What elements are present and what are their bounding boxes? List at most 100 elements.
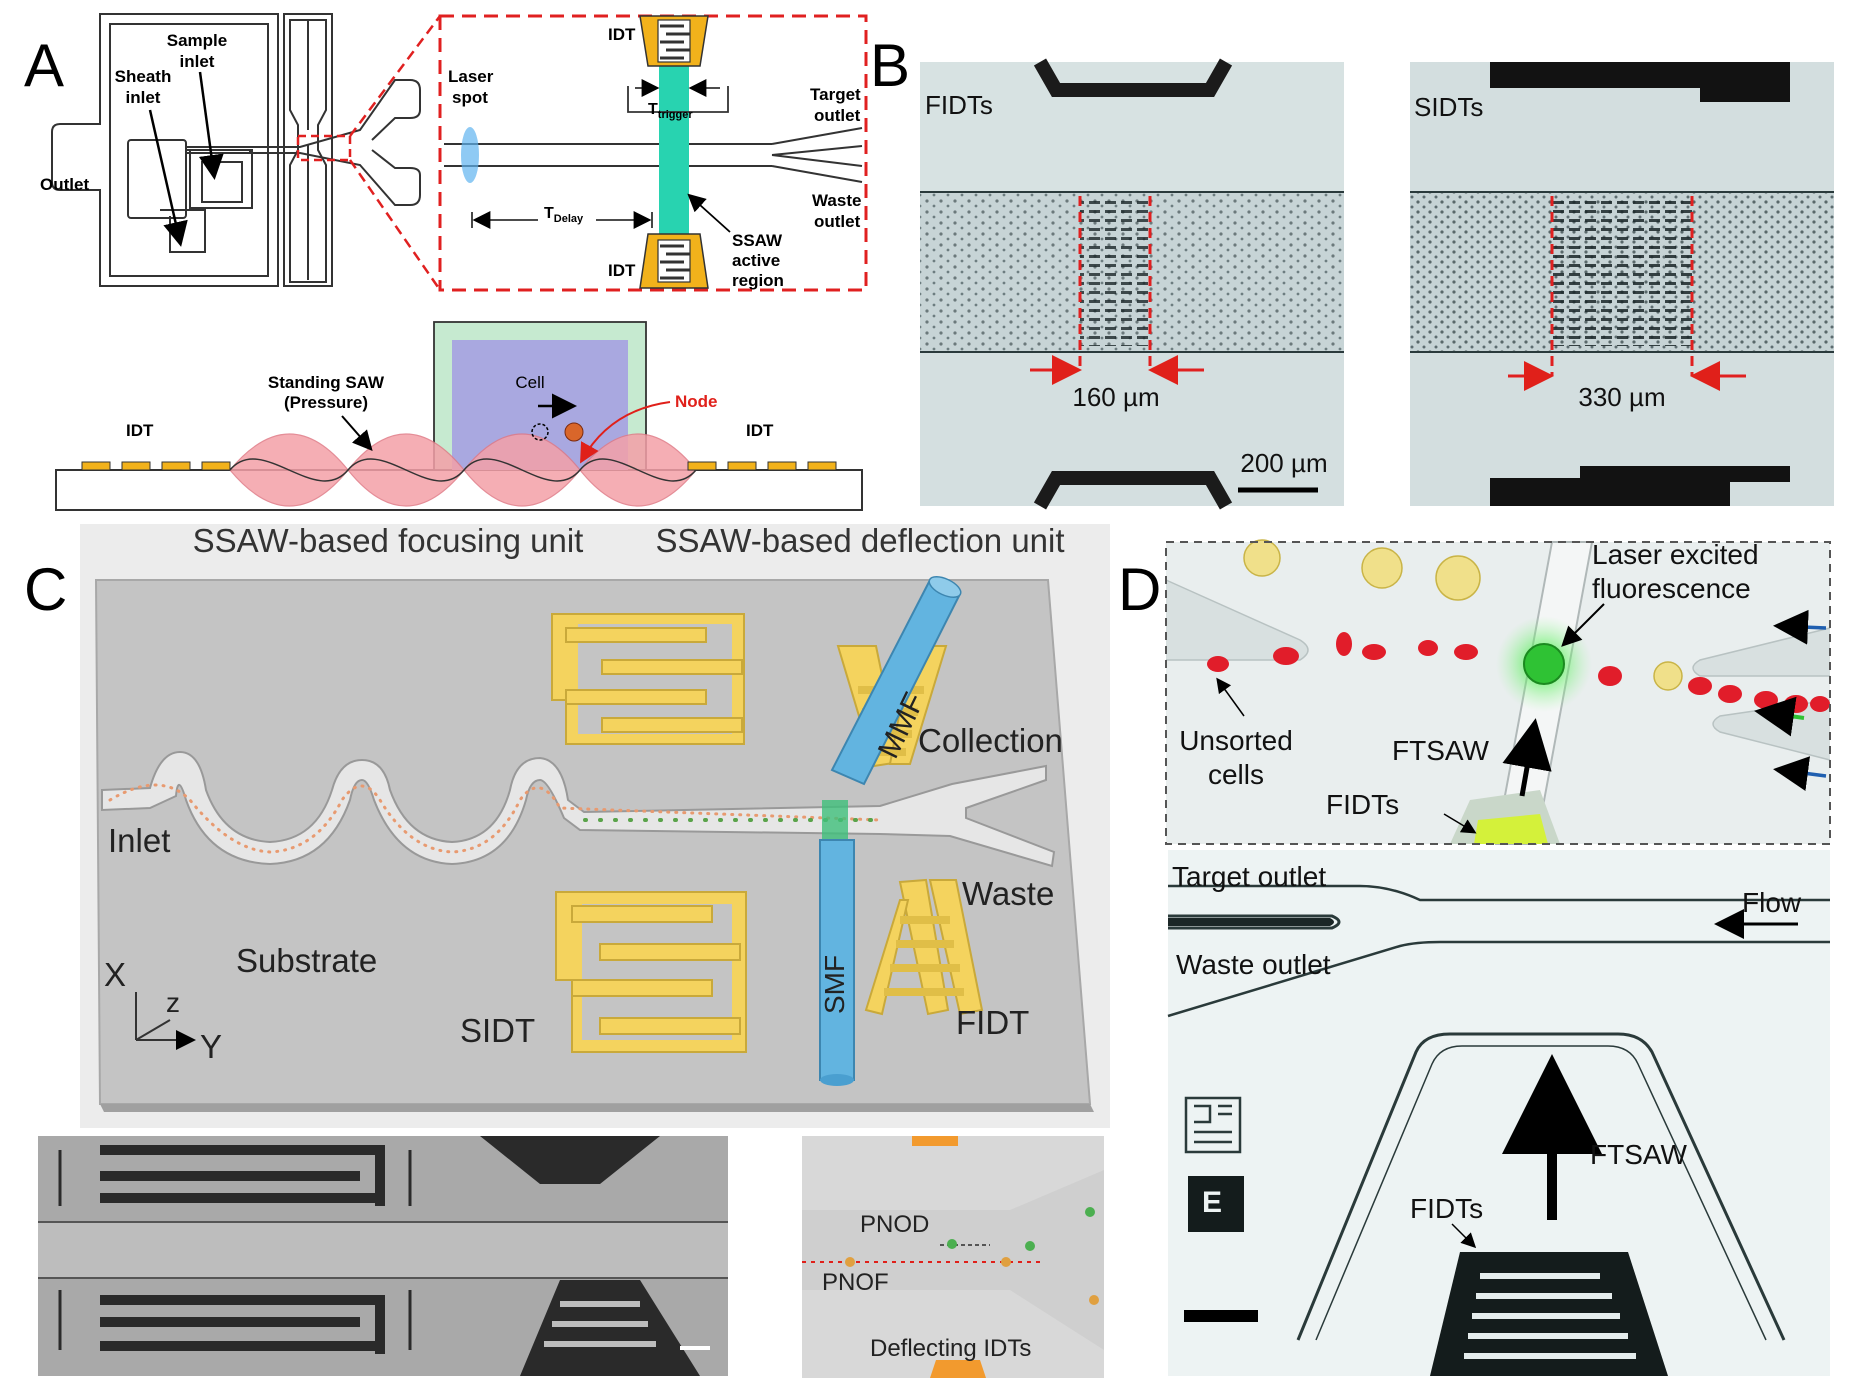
label-target-outlet-2: outlet: [814, 106, 861, 125]
zoom-inset-frame: [438, 14, 868, 292]
label-waste-outlet-2: outlet: [814, 212, 861, 231]
arrow-ftsaw-top: [1502, 718, 1552, 797]
arrow-sample-inlet: [198, 71, 224, 180]
sidt-bottom: [555, 891, 747, 1053]
label-substrate: Substrate: [236, 942, 377, 979]
saw-sine: [229, 458, 697, 482]
particles-yellow: [1243, 539, 1683, 691]
idt-bottom-inset: [639, 233, 709, 289]
label-fidt: FIDT: [956, 1004, 1029, 1041]
label-sidt: SIDT: [460, 1012, 535, 1049]
label-standing-saw-1: Standing SAW: [268, 373, 385, 392]
label-unsorted-2: cells: [1208, 759, 1264, 790]
label-unsorted-1: Unsorted: [1179, 725, 1293, 756]
label-smf: SMF: [819, 955, 850, 1014]
label-inlet: Inlet: [108, 822, 170, 859]
label-sheath-inlet-1: Sheath: [115, 67, 172, 86]
panel-c: C SSAW-based focusing unit SSAW-based de…: [24, 522, 1110, 1378]
fiber-smf: [819, 839, 855, 1086]
label-laser-spot-1: Laser: [448, 67, 494, 86]
t-trigger-bracket: [627, 79, 729, 113]
deflection-zone: [822, 800, 848, 840]
arrow-node: [580, 401, 671, 464]
label-target-outlet-1: Target: [810, 85, 861, 104]
label-axis-y: Y: [200, 1028, 222, 1065]
label-laser-spot-2: spot: [452, 88, 488, 107]
label-laser-excited-1: Laser excited: [1592, 539, 1759, 570]
label-axis-z: z: [166, 987, 180, 1018]
label-standing-saw-2: (Pressure): [284, 393, 368, 412]
label-ftsaw-bottom: FTSAW: [1590, 1139, 1688, 1170]
label-flow: Flow: [1742, 887, 1802, 918]
cell-origin: [531, 423, 549, 441]
zoom-box: [296, 134, 352, 162]
image-fidts: [920, 58, 1344, 510]
label-sidts: SIDTs: [1414, 92, 1483, 122]
label-idt-left: IDT: [126, 421, 154, 440]
label-waste-outlet: Waste outlet: [1176, 949, 1331, 980]
panel-a: A Sample inlet Sheath inlet Outlet: [24, 13, 868, 511]
label-node: Node: [675, 392, 718, 411]
arrow-unsorted: [1216, 677, 1245, 717]
label-cell: Cell: [515, 373, 544, 392]
label-ssaw-region-2: active: [732, 251, 780, 270]
zoom-line-bottom: [348, 159, 442, 291]
cell: [564, 422, 584, 442]
label-pnof: PNOF: [822, 1269, 889, 1296]
label-t-trigger: Ttrigger: [648, 101, 693, 121]
label-waste: Waste: [962, 875, 1054, 912]
label-collection: Collection: [918, 722, 1063, 759]
label-idt-bottom: IDT: [608, 261, 636, 280]
label-waste-outlet-1: Waste: [812, 191, 861, 210]
zoom-line-top: [349, 15, 441, 137]
label-fidts-top: FIDTs: [1326, 789, 1399, 820]
label-t-delay: TDelay: [544, 205, 584, 225]
panel-d: D: [1118, 539, 1831, 1376]
fiber-mmf: [830, 576, 962, 786]
idt-electrodes-right: [687, 461, 837, 471]
label-ftsaw-top: FTSAW: [1392, 735, 1490, 766]
ssaw-active-region: [659, 58, 689, 258]
image-sidts: [1410, 62, 1834, 506]
label-laser-excited-2: fluorescence: [1592, 573, 1751, 604]
label-sheath-inlet-2: inlet: [126, 88, 161, 107]
arrow-sheath-inlet: [148, 109, 188, 247]
label-ssaw-region-1: SSAW: [732, 231, 783, 250]
label-scale-bar: 200 µm: [1240, 448, 1327, 478]
label-fidts-bottom: FIDTs: [1410, 1193, 1483, 1224]
panel-d-letter: D: [1118, 556, 1161, 623]
flow-arrow-green: [1754, 696, 1805, 737]
label-width-sidt: 330 µm: [1578, 382, 1665, 412]
sidt-top: [551, 613, 745, 745]
inset-channel: [444, 127, 863, 183]
panel-c-letter: C: [24, 556, 67, 623]
label-pnod: PNOD: [860, 1211, 929, 1238]
flow-arrows-blue: [1773, 609, 1827, 791]
fidt-bottom: [864, 878, 984, 1016]
panel-b-letter: B: [870, 32, 910, 99]
label-focusing-unit: SSAW-based focusing unit: [193, 522, 584, 559]
render-frame: [1165, 541, 1831, 845]
label-sample-inlet-2: inlet: [180, 52, 215, 71]
label-fidts: FIDTs: [925, 90, 993, 120]
label-axis-x: X: [104, 956, 126, 993]
label-target-outlet: Target outlet: [1172, 861, 1326, 892]
label-ssaw-region-3: region: [732, 271, 784, 290]
t-delay-arrow: [471, 211, 653, 229]
logo-letter: E: [1202, 1186, 1222, 1219]
label-deflection-unit: SSAW-based deflection unit: [655, 522, 1064, 559]
substrate-edge: [100, 1104, 1094, 1112]
particles-stream: [108, 783, 882, 854]
label-outlet: Outlet: [40, 175, 89, 194]
panel-b: B FIDTs 160 µm 200 µm: [870, 32, 1834, 510]
arrow-laser: [1561, 603, 1605, 647]
label-idt-right: IDT: [746, 421, 774, 440]
micrograph-deflection: [802, 1136, 1104, 1378]
fluorescent-cell: [1523, 643, 1565, 685]
label-idt-top: IDT: [608, 25, 636, 44]
label-sample-inlet-1: Sample: [167, 31, 227, 50]
micrograph-sorter: [1167, 850, 1830, 1376]
idt-top-inset: [639, 15, 709, 67]
laser-spot: [461, 127, 479, 183]
